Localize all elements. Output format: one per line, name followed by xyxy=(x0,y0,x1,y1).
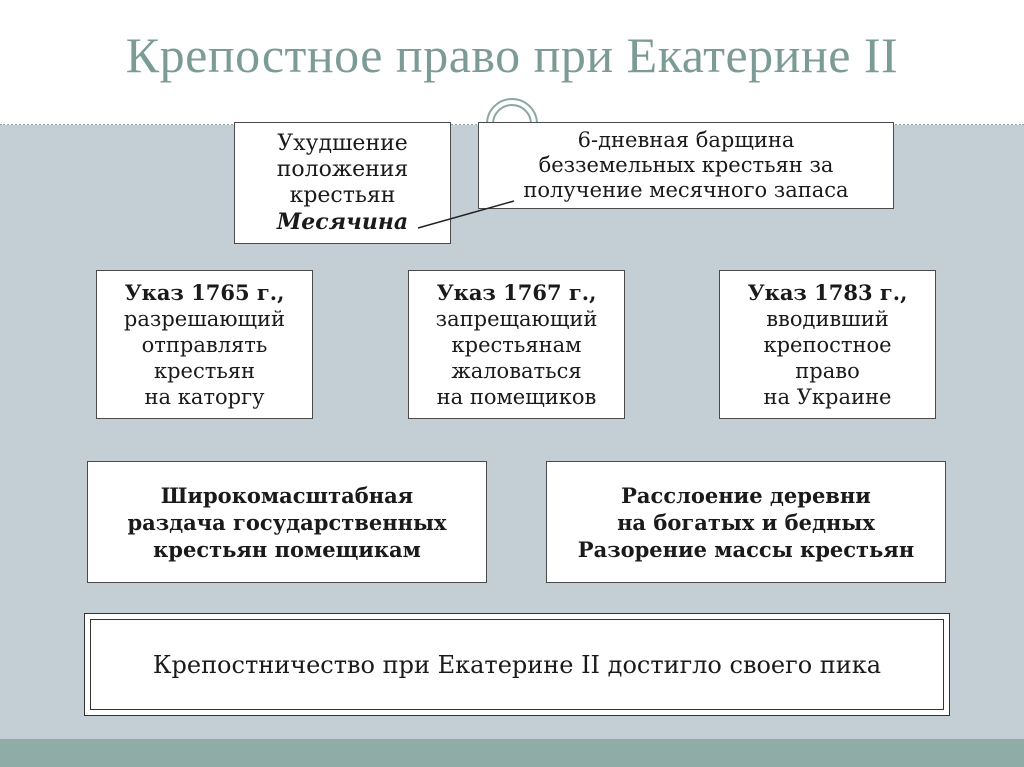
title-area xyxy=(0,0,1024,124)
conclusion-inner-frame: Крепостничество при Екатерине II достигл… xyxy=(90,619,944,710)
decree-line: на помещиков xyxy=(436,384,597,409)
decree-line: крестьян xyxy=(153,358,256,383)
worsening-line: крестьян xyxy=(289,183,396,208)
decree-line: запрещающий xyxy=(435,306,598,331)
mesyachina-label: Месячина xyxy=(276,209,409,235)
decree-line: на каторгу xyxy=(144,384,265,409)
decree-1783-box: Указ 1783 г., вводивший крепостное право… xyxy=(719,270,936,419)
stratification-line: Расслоение деревни xyxy=(621,482,871,508)
decree-heading: Указ 1765 г., xyxy=(124,279,285,305)
worsening-box: Ухудшение положения крестьян Месячина xyxy=(234,122,451,244)
footer-bar xyxy=(0,739,1024,767)
distribution-line: раздача государственных xyxy=(127,509,447,535)
worsening-line: положения xyxy=(276,157,409,182)
decree-line: крестьянам xyxy=(451,332,582,357)
decree-line: разрешающий xyxy=(123,306,286,331)
stratification-line: Разорение массы крестьян xyxy=(577,536,915,562)
stratification-box: Расслоение деревни на богатых и бедных Р… xyxy=(546,461,946,583)
decree-line: на Украине xyxy=(763,384,892,409)
decree-1765-box: Указ 1765 г., разрешающий отправлять кре… xyxy=(96,270,313,419)
barshchina-line: 6-дневная барщина xyxy=(577,128,795,152)
distribution-line: Широкомасштабная xyxy=(160,482,414,508)
barshchina-box: 6-дневная барщина безземельных крестьян … xyxy=(478,122,894,209)
worsening-line: Ухудшение xyxy=(277,131,408,156)
decree-line: крепостное xyxy=(763,332,892,357)
decree-line: жаловаться xyxy=(451,358,582,383)
conclusion-text: Крепостничество при Екатерине II достигл… xyxy=(152,650,882,679)
barshchina-line: безземельных крестьян за xyxy=(538,153,834,177)
decree-1767-box: Указ 1767 г., запрещающий крестьянам жал… xyxy=(408,270,625,419)
decree-heading: Указ 1783 г., xyxy=(747,279,908,305)
barshchina-line: получение месячного запаса xyxy=(523,178,849,202)
decree-heading: Указ 1767 г., xyxy=(436,279,597,305)
decree-line: отправлять xyxy=(141,332,268,357)
decree-line: право xyxy=(795,358,860,383)
distribution-line: крестьян помещикам xyxy=(153,536,421,562)
stratification-line: на богатых и бедных xyxy=(617,509,875,535)
conclusion-box: Крепостничество при Екатерине II достигл… xyxy=(84,613,950,716)
decree-line: вводивший xyxy=(766,306,889,331)
distribution-box: Широкомасштабная раздача государственных… xyxy=(87,461,487,583)
slide-title: Крепостное право при Екатерине II xyxy=(125,27,899,83)
